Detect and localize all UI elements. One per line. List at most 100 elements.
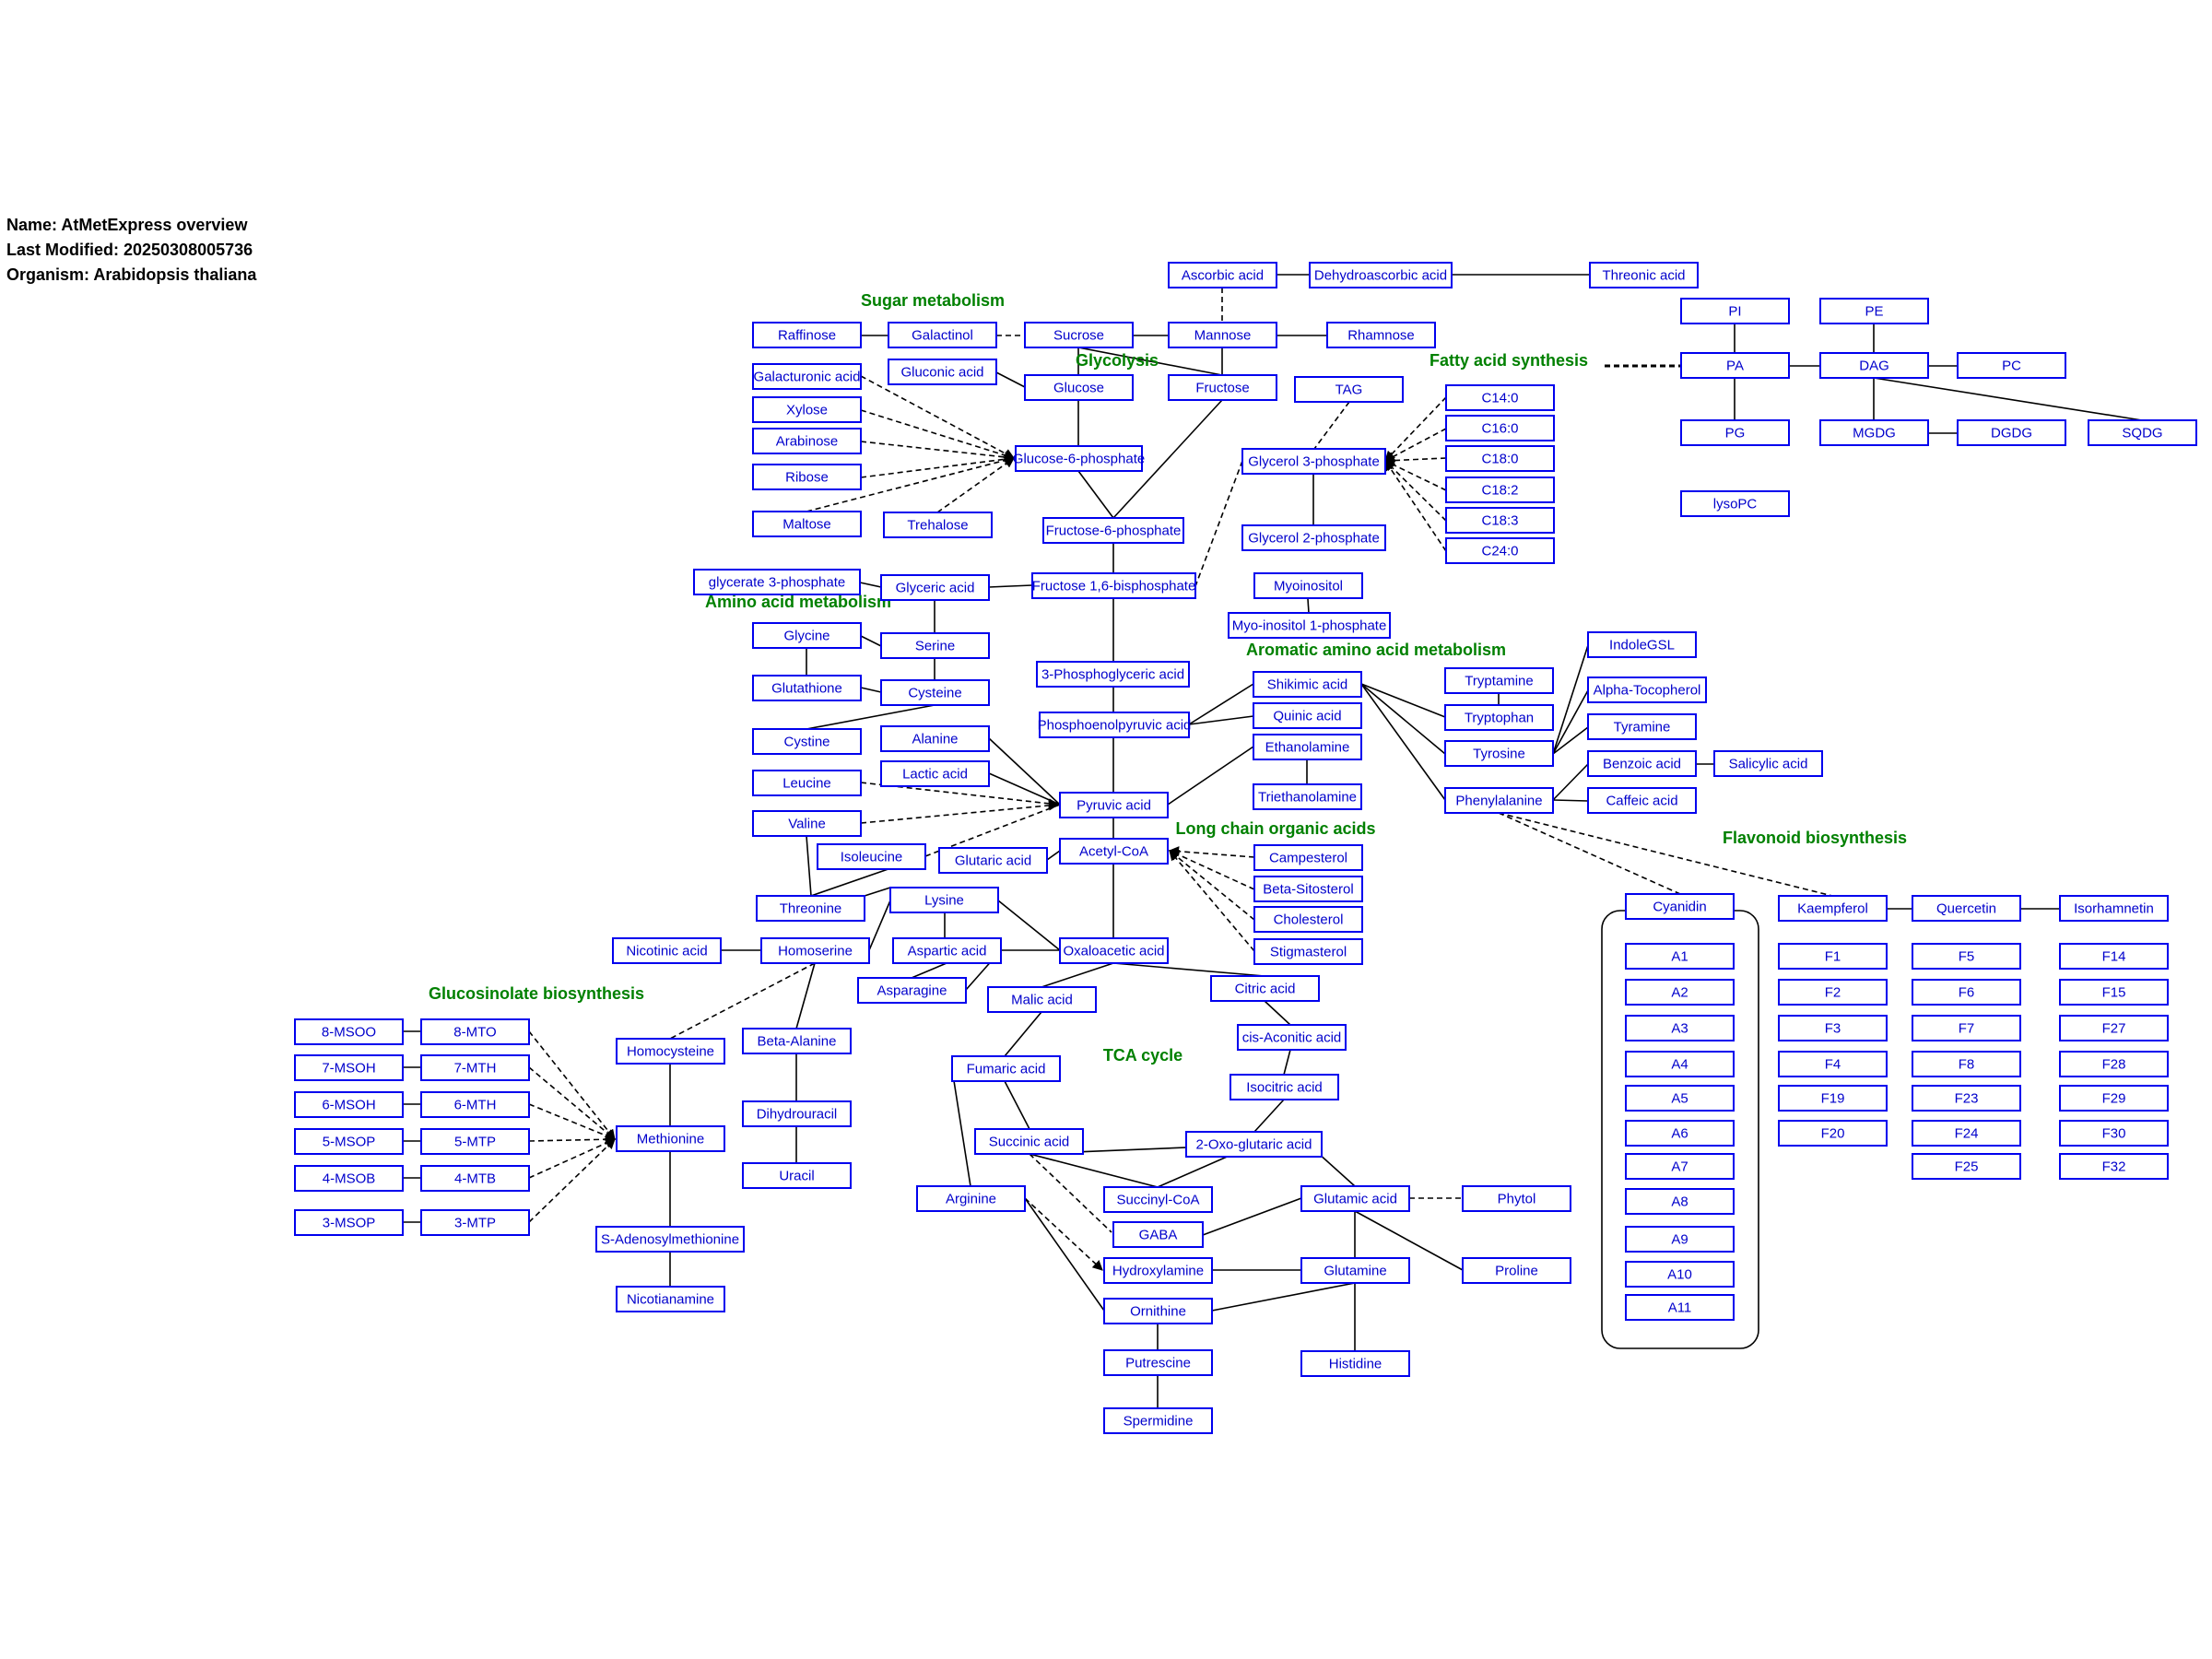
node-galacturonic[interactable]: Galacturonic acid	[752, 363, 862, 390]
node-a10[interactable]: A10	[1625, 1261, 1735, 1288]
node-c160[interactable]: C16:0	[1445, 415, 1555, 441]
node-glycerate3p[interactable]: glycerate 3-phosphate	[693, 569, 861, 595]
node-galactinol[interactable]: Galactinol	[888, 322, 997, 348]
node-f30[interactable]: F30	[2059, 1120, 2169, 1147]
node-a3[interactable]: A3	[1625, 1015, 1735, 1041]
node-a4[interactable]: A4	[1625, 1051, 1735, 1077]
node-alanine[interactable]: Alanine	[880, 725, 990, 752]
node-pga3[interactable]: 3-Phosphoglyceric acid	[1036, 661, 1190, 688]
node-tyramine[interactable]: Tyramine	[1587, 713, 1697, 740]
node-valine[interactable]: Valine	[752, 810, 862, 837]
node-betaalanine[interactable]: Beta-Alanine	[742, 1028, 852, 1054]
node-msoh6[interactable]: 6-MSOH	[294, 1091, 404, 1118]
node-lactic[interactable]: Lactic acid	[880, 760, 990, 787]
node-glycine[interactable]: Glycine	[752, 622, 862, 649]
node-ornithine[interactable]: Ornithine	[1103, 1298, 1213, 1324]
node-msoo8[interactable]: 8-MSOO	[294, 1018, 404, 1045]
node-f1[interactable]: F1	[1778, 943, 1888, 970]
node-fbp[interactable]: Fructose 1,6-bisphosphate	[1031, 572, 1196, 599]
node-salicylic[interactable]: Salicylic acid	[1713, 750, 1823, 777]
node-f20[interactable]: F20	[1778, 1120, 1888, 1147]
node-xylose[interactable]: Xylose	[752, 396, 862, 423]
node-f6[interactable]: F6	[1912, 979, 2021, 1006]
node-a7[interactable]: A7	[1625, 1153, 1735, 1180]
node-mgdg[interactable]: MGDG	[1819, 419, 1929, 446]
node-malic[interactable]: Malic acid	[987, 986, 1097, 1013]
node-ethanolamine[interactable]: Ethanolamine	[1253, 734, 1362, 760]
node-lysine[interactable]: Lysine	[889, 887, 999, 913]
node-pa[interactable]: PA	[1680, 352, 1790, 379]
node-phytol[interactable]: Phytol	[1462, 1185, 1571, 1212]
node-gaba[interactable]: GABA	[1112, 1221, 1204, 1248]
node-f32[interactable]: F32	[2059, 1153, 2169, 1180]
node-a1[interactable]: A1	[1625, 943, 1735, 970]
node-tryptophan[interactable]: Tryptophan	[1444, 704, 1554, 731]
node-c140[interactable]: C14:0	[1445, 384, 1555, 411]
node-mth6[interactable]: 6-MTH	[420, 1091, 530, 1118]
node-c240[interactable]: C24:0	[1445, 537, 1555, 564]
node-ribose[interactable]: Ribose	[752, 464, 862, 490]
node-tag[interactable]: TAG	[1294, 376, 1404, 403]
node-benzoic[interactable]: Benzoic acid	[1587, 750, 1697, 777]
node-oxoglutaric[interactable]: 2-Oxo-glutaric acid	[1185, 1131, 1323, 1158]
node-f4[interactable]: F4	[1778, 1051, 1888, 1077]
node-glutamic[interactable]: Glutamic acid	[1300, 1185, 1410, 1212]
node-c182[interactable]: C18:2	[1445, 477, 1555, 503]
node-f23[interactable]: F23	[1912, 1085, 2021, 1112]
node-dehydroascorbic[interactable]: Dehydroascorbic acid	[1309, 262, 1453, 288]
node-glutaric[interactable]: Glutaric acid	[938, 847, 1048, 874]
node-histidine[interactable]: Histidine	[1300, 1350, 1410, 1377]
node-isoleucine[interactable]: Isoleucine	[817, 843, 926, 870]
node-f14[interactable]: F14	[2059, 943, 2169, 970]
node-succinic[interactable]: Succinic acid	[974, 1128, 1084, 1155]
node-f6p[interactable]: Fructose-6-phosphate	[1042, 517, 1184, 544]
node-f27[interactable]: F27	[2059, 1015, 2169, 1041]
node-f2[interactable]: F2	[1778, 979, 1888, 1006]
node-a11[interactable]: A11	[1625, 1294, 1735, 1321]
node-dgdg[interactable]: DGDG	[1957, 419, 2066, 446]
node-sitosterol[interactable]: Beta-Sitosterol	[1253, 876, 1363, 902]
node-nicotianamine[interactable]: Nicotianamine	[616, 1286, 725, 1312]
node-c183[interactable]: C18:3	[1445, 507, 1555, 534]
node-arginine[interactable]: Arginine	[916, 1185, 1026, 1212]
node-f8[interactable]: F8	[1912, 1051, 2021, 1077]
node-fructose[interactable]: Fructose	[1168, 374, 1277, 401]
node-mth7[interactable]: 7-MTH	[420, 1054, 530, 1081]
node-a9[interactable]: A9	[1625, 1226, 1735, 1253]
node-nicotinic[interactable]: Nicotinic acid	[612, 937, 722, 964]
node-spermidine[interactable]: Spermidine	[1103, 1407, 1213, 1434]
node-c180[interactable]: C18:0	[1445, 445, 1555, 472]
node-campesterol[interactable]: Campesterol	[1253, 844, 1363, 871]
node-threonine[interactable]: Threonine	[756, 895, 865, 922]
node-dag[interactable]: DAG	[1819, 352, 1929, 379]
node-pc[interactable]: PC	[1957, 352, 2066, 379]
node-homoserine[interactable]: Homoserine	[760, 937, 870, 964]
node-glucose[interactable]: Glucose	[1024, 374, 1134, 401]
node-f7[interactable]: F7	[1912, 1015, 2021, 1041]
node-stigmasterol[interactable]: Stigmasterol	[1253, 938, 1363, 965]
node-rhamnose[interactable]: Rhamnose	[1326, 322, 1436, 348]
node-quinic[interactable]: Quinic acid	[1253, 702, 1362, 729]
node-cyanidin[interactable]: Cyanidin	[1625, 893, 1735, 920]
node-fumaric[interactable]: Fumaric acid	[951, 1055, 1061, 1082]
node-f29[interactable]: F29	[2059, 1085, 2169, 1112]
node-arabinose[interactable]: Arabinose	[752, 428, 862, 454]
node-indolegsl[interactable]: IndoleGSL	[1587, 631, 1697, 658]
node-f3[interactable]: F3	[1778, 1015, 1888, 1041]
node-mtb4[interactable]: 4-MTB	[420, 1165, 530, 1192]
node-cholesterol[interactable]: Cholesterol	[1253, 906, 1363, 933]
node-serine[interactable]: Serine	[880, 632, 990, 659]
node-methionine[interactable]: Methionine	[616, 1125, 725, 1152]
node-shikimic[interactable]: Shikimic acid	[1253, 671, 1362, 698]
node-myoinositol[interactable]: Myoinositol	[1253, 572, 1363, 599]
node-glyceric[interactable]: Glyceric acid	[880, 574, 990, 601]
node-mtp3[interactable]: 3-MTP	[420, 1209, 530, 1236]
node-msob4[interactable]: 4-MSOB	[294, 1165, 404, 1192]
node-f15[interactable]: F15	[2059, 979, 2169, 1006]
node-leucine[interactable]: Leucine	[752, 770, 862, 796]
node-cisaconitic[interactable]: cis-Aconitic acid	[1237, 1024, 1347, 1051]
node-pg[interactable]: PG	[1680, 419, 1790, 446]
node-mannose[interactable]: Mannose	[1168, 322, 1277, 348]
node-ascorbic[interactable]: Ascorbic acid	[1168, 262, 1277, 288]
node-isorhamnetin[interactable]: Isorhamnetin	[2059, 895, 2169, 922]
